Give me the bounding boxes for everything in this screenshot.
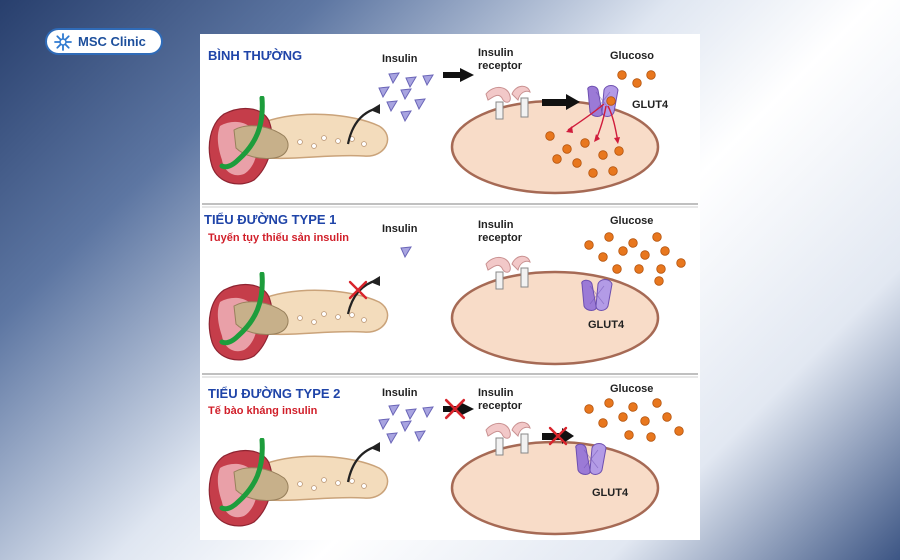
- insulin-molecule-icon: [405, 408, 417, 420]
- insulin-molecule-icon: [378, 418, 390, 430]
- glucose-molecule-icon: [614, 146, 624, 156]
- glucose-molecule-icon: [674, 426, 684, 436]
- glucose-molecule-icon: [604, 232, 614, 242]
- row-type1: TIỂU ĐƯỜNG TYPE 1 Tuyến tụy thiếu sản in…: [204, 212, 686, 366]
- blocked-transport-arrow: [443, 402, 474, 416]
- glucose-molecule-icon: [652, 232, 662, 242]
- glucose-molecule-icon: [606, 96, 616, 106]
- insulin-molecules: [378, 72, 434, 122]
- glucose-molecule-icon: [598, 252, 608, 262]
- glucose-molecule-icon: [652, 398, 662, 408]
- glucose-molecule-icon: [562, 144, 572, 154]
- glucose-molecule-icon: [676, 258, 686, 268]
- msc-clinic-logo: MSC Clinic: [45, 28, 163, 55]
- insulin-molecule-icon: [422, 74, 434, 86]
- transport-arrow: [443, 68, 474, 82]
- glucose-molecule-icon: [646, 70, 656, 80]
- row-type2-title: TIỂU ĐƯỜNG TYPE 2: [208, 386, 340, 401]
- glucose-molecule-icon: [580, 138, 590, 148]
- glucose-molecule-icon: [618, 412, 628, 422]
- blocked-activation-arrow: [542, 428, 574, 444]
- glucose-label: Glucose: [610, 383, 653, 395]
- pancreas-icon: [209, 98, 387, 184]
- glucose-molecule-icon: [646, 432, 656, 442]
- glut4-label: GLUT4: [592, 487, 629, 499]
- insulin-molecule-icon: [400, 110, 412, 122]
- glucose-molecule-icon: [662, 412, 672, 422]
- insulin-molecule-icon: [388, 404, 400, 416]
- glucose-molecule-icon: [584, 240, 594, 250]
- glucose-molecule-icon: [628, 238, 638, 248]
- glucose-molecule-icon: [618, 246, 628, 256]
- glucose-molecule-icon: [552, 154, 562, 164]
- glucose-label: Glucoso: [610, 50, 654, 62]
- insulin-receptor-label-line1: Insulin: [478, 219, 514, 231]
- insulin-receptor-label-line2: receptor: [478, 232, 523, 244]
- glucose-molecule-icon: [545, 131, 555, 141]
- glucose-molecule-icon: [617, 70, 627, 80]
- glucose-molecule-icon: [634, 264, 644, 274]
- row-type1-subtitle: Tuyến tụy thiếu sản insulin: [208, 232, 349, 244]
- row-normal-title: BÌNH THƯỜNG: [208, 48, 302, 63]
- glucose-molecule-icon: [656, 264, 666, 274]
- glucose-molecule-icon: [612, 264, 622, 274]
- glucose-molecule-icon: [598, 418, 608, 428]
- insulin-molecule-icon: [386, 100, 398, 112]
- glucose-molecules-outside: [584, 398, 684, 442]
- insulin-receptor-label-line1: Insulin: [478, 387, 514, 399]
- insulin-label: Insulin: [382, 387, 418, 399]
- cell-membrane: [450, 99, 660, 195]
- msc-snowflake-logo-icon: [54, 32, 72, 51]
- glucose-molecule-icon: [572, 158, 582, 168]
- glucose-molecule-icon: [584, 404, 594, 414]
- insulin-molecule-icon: [386, 432, 398, 444]
- pancreas-icon: [209, 440, 387, 526]
- row-type2: TIỂU ĐƯỜNG TYPE 2 Tế bào kháng insulin I…: [208, 383, 684, 536]
- glucose-molecule-icon: [588, 168, 598, 178]
- insulin-molecule-icon: [414, 430, 426, 442]
- insulin-label: Insulin: [382, 223, 418, 235]
- cell-membrane: [450, 440, 660, 536]
- insulin-molecule-icon: [400, 420, 412, 432]
- diabetes-insulin-diagram: BÌNH THƯỜNG Insulin Insulin receptor: [202, 47, 698, 536]
- cell-membrane: [450, 270, 660, 366]
- insulin-molecule-icon: [400, 246, 412, 258]
- insulin-molecule-icon: [405, 76, 417, 88]
- glucose-molecule-icon: [624, 430, 634, 440]
- insulin-molecules: [378, 404, 434, 444]
- row-type2-subtitle: Tế bào kháng insulin: [208, 405, 318, 417]
- glut4-label: GLUT4: [588, 319, 625, 331]
- insulin-molecule-icon: [378, 86, 390, 98]
- activation-arrow: [542, 94, 580, 110]
- glucose-molecule-icon: [654, 276, 664, 286]
- row-normal: BÌNH THƯỜNG Insulin Insulin receptor: [208, 47, 669, 195]
- glut4-label: GLUT4: [632, 99, 669, 111]
- row-type1-title: TIỂU ĐƯỜNG TYPE 1: [204, 212, 336, 227]
- glucose-molecule-icon: [660, 246, 670, 256]
- logo-text: MSC Clinic: [78, 34, 146, 49]
- glucose-molecule-icon: [628, 402, 638, 412]
- diagram-panel: BÌNH THƯỜNG Insulin Insulin receptor: [200, 34, 700, 540]
- glucose-molecule-icon: [598, 150, 608, 160]
- insulin-receptor-label-line2: receptor: [478, 400, 523, 412]
- insulin-receptor-label-line2: receptor: [478, 60, 523, 72]
- glucose-molecule-icon: [640, 250, 650, 260]
- glucose-molecule-icon: [604, 398, 614, 408]
- insulin-molecule-icon: [400, 88, 412, 100]
- glucose-label: Glucose: [610, 215, 653, 227]
- insulin-label: Insulin: [382, 53, 418, 65]
- glucose-molecule-icon: [608, 166, 618, 176]
- insulin-receptor-label-line1: Insulin: [478, 47, 514, 59]
- glucose-molecule-icon: [632, 78, 642, 88]
- insulin-molecule-icon: [414, 98, 426, 110]
- insulin-molecule-icon: [388, 72, 400, 84]
- insulin-molecule-icon: [422, 406, 434, 418]
- glucose-molecule-icon: [640, 416, 650, 426]
